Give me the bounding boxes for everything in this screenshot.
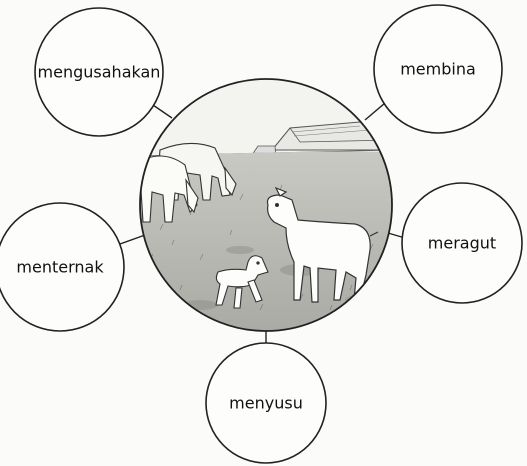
word-top-right: membina	[358, 60, 518, 79]
connector-mid-left	[120, 235, 145, 244]
word-bottom: menyusu	[186, 394, 346, 413]
word-top-left: mengusahakan	[19, 63, 179, 82]
center-picture	[130, 75, 410, 340]
connector-top-right	[365, 103, 385, 120]
word-mid-left: menternak	[0, 258, 140, 277]
word-mid-right: meragut	[382, 234, 527, 253]
